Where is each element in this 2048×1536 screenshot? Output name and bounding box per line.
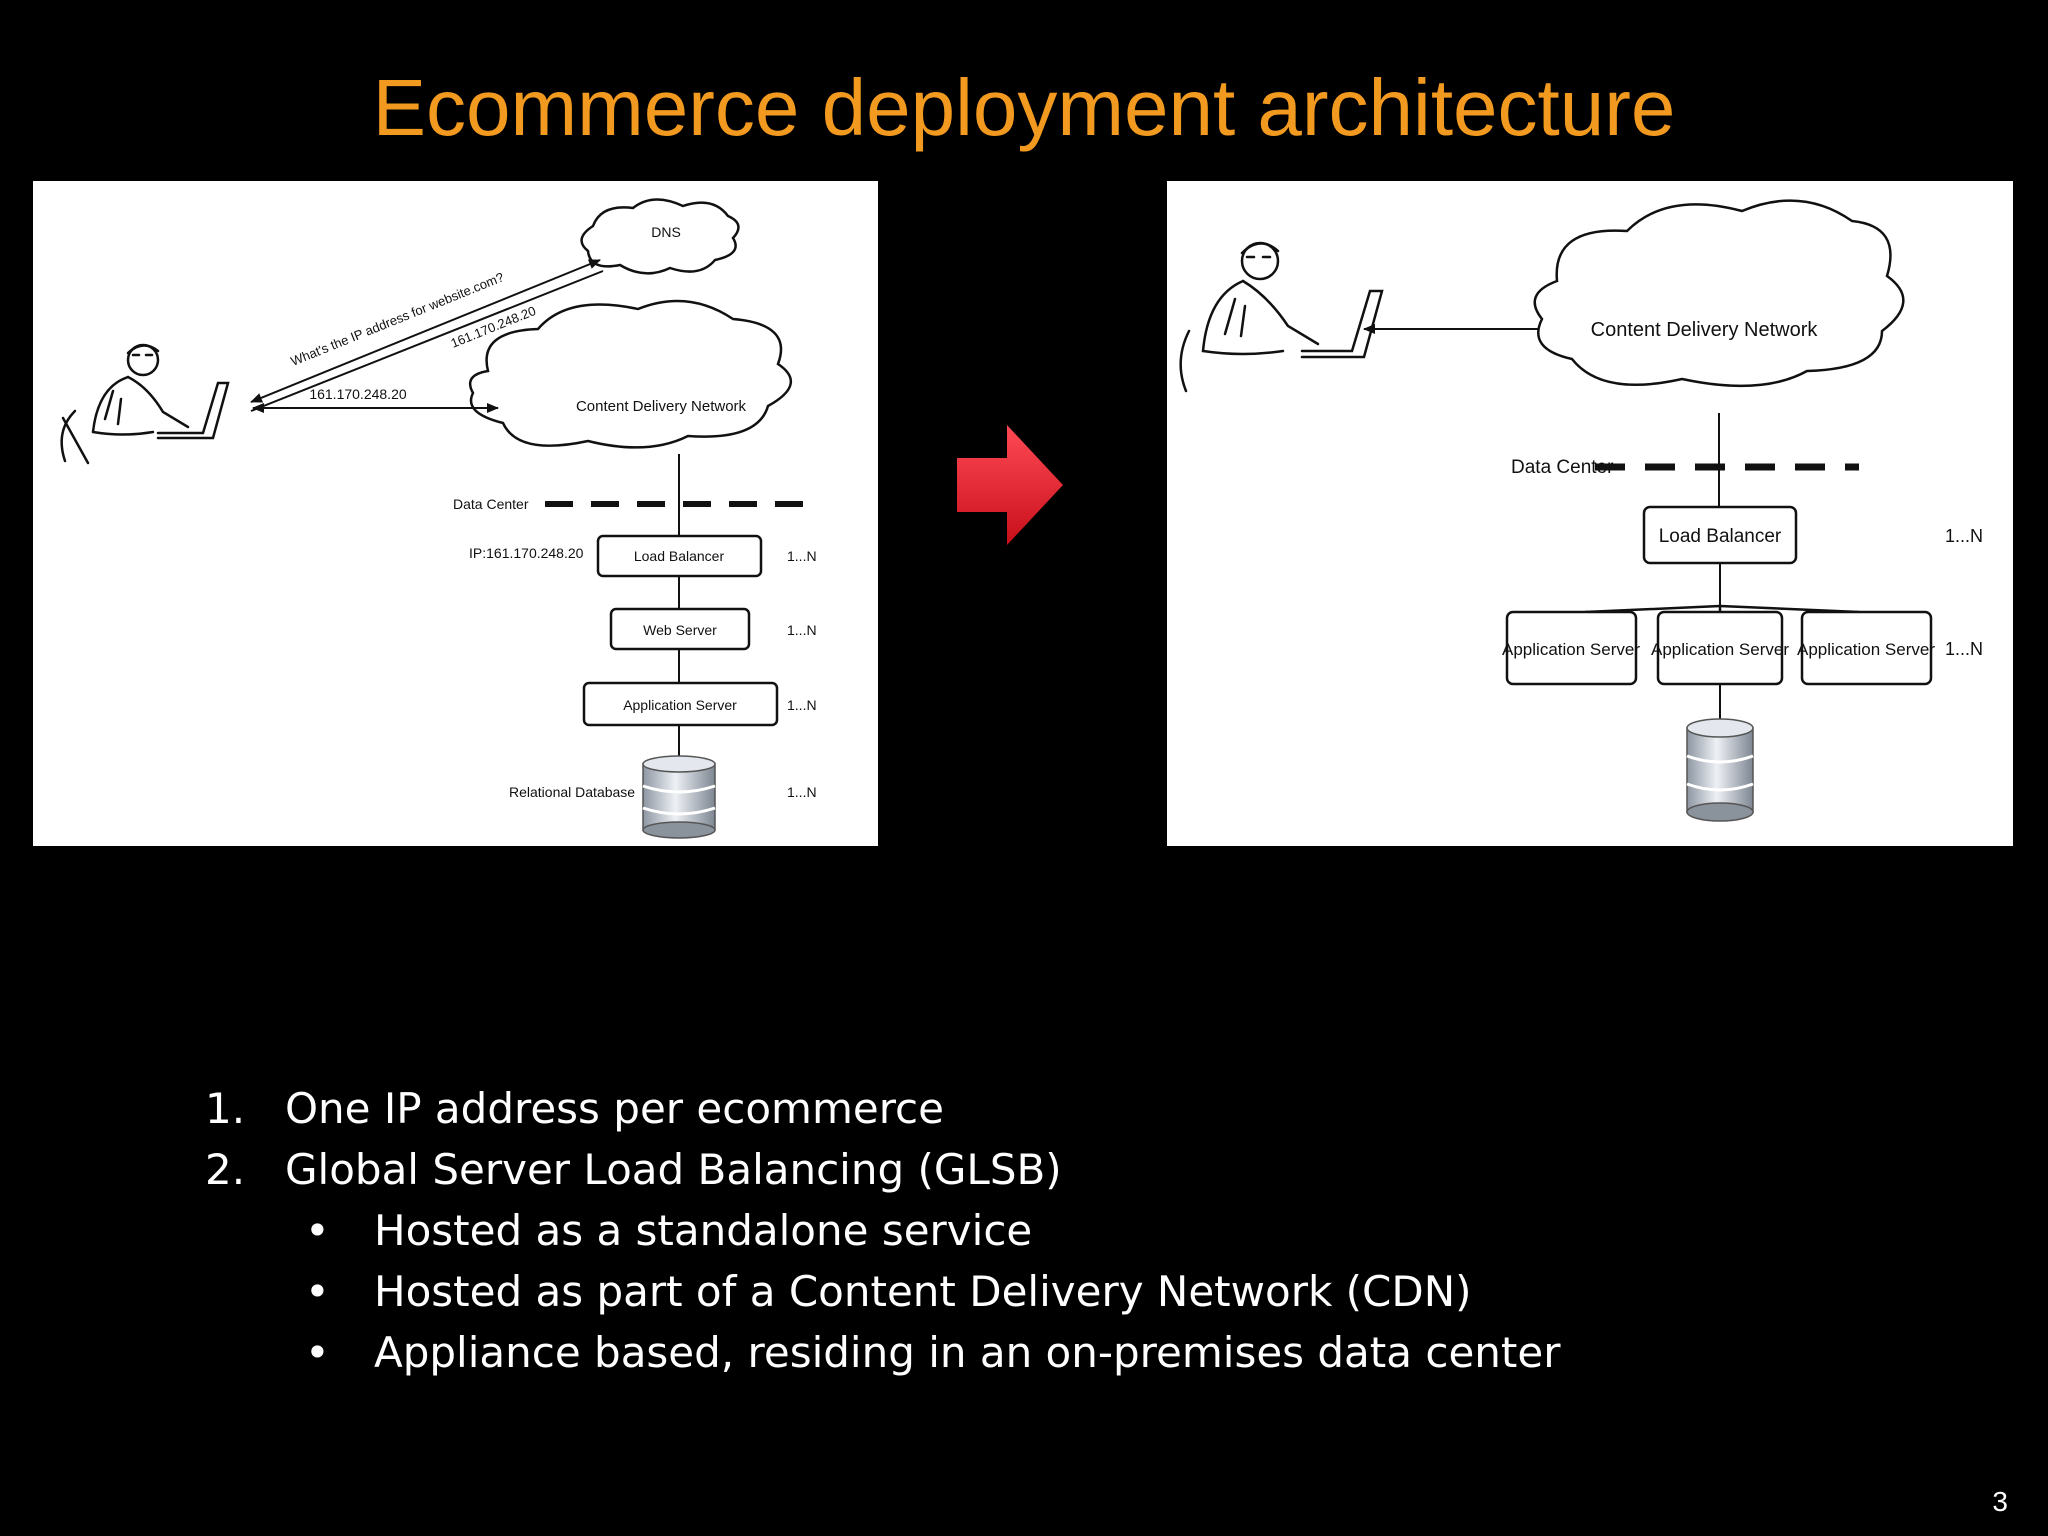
list-item-text: Global Server Load Balancing (GLSB) <box>285 1145 1062 1194</box>
dns-cloud: DNS <box>580 198 740 275</box>
sub-list-item-text: Hosted as part of a Content Delivery Net… <box>374 1267 1472 1316</box>
multiplicity-lb-right: 1...N <box>1945 526 1983 546</box>
cdn-link-ip-label: 161.170.248.20 <box>309 386 407 402</box>
right-architecture-diagram: Content Delivery Network Data Center Loa… <box>1167 181 2013 846</box>
left-architecture-diagram: DNS Content Delivery Network What's the … <box>33 181 878 846</box>
bullet-list: 1. One IP address per ecommerce 2. Globa… <box>205 1078 1560 1383</box>
sub-list-item: • Hosted as a standalone service <box>205 1200 1560 1261</box>
web-server-label: Web Server <box>643 622 717 638</box>
list-item: 1. One IP address per ecommerce <box>205 1078 1560 1139</box>
datacenter-label-left: Data Center <box>453 496 529 512</box>
list-item: 2. Global Server Load Balancing (GLSB) <box>205 1139 1560 1200</box>
cdn-label-right: Content Delivery Network <box>1591 319 1819 341</box>
cdn-cloud-right: Content Delivery Network <box>1533 199 1905 388</box>
dns-query-arrow <box>250 259 601 403</box>
bullet-icon: • <box>305 1267 330 1316</box>
multiplicity-web-left: 1...N <box>787 622 817 638</box>
list-number: 1. <box>205 1084 246 1133</box>
app-server-label-right-2: Application Server <box>1651 640 1789 659</box>
page-number: 3 <box>1992 1486 2008 1517</box>
database-icon-right <box>1686 718 1754 822</box>
dns-label: DNS <box>651 224 681 240</box>
app-server-label-right-3: Application Server <box>1797 640 1935 659</box>
multiplicity-db-left: 1...N <box>787 784 817 800</box>
sub-list-item: • Appliance based, residing in an on-pre… <box>205 1322 1560 1383</box>
multiplicity-app-left: 1...N <box>787 697 817 713</box>
user-at-laptop-icon-right <box>1179 241 1384 393</box>
sub-list-item-text: Hosted as a standalone service <box>374 1206 1033 1255</box>
bullet-icon: • <box>305 1206 330 1255</box>
app-server-box-right-3: Application Server <box>1797 610 1935 686</box>
list-item-text: One IP address per ecommerce <box>285 1084 944 1133</box>
sub-list-item-text: Appliance based, residing in an on-premi… <box>374 1328 1561 1377</box>
cdn-label-left: Content Delivery Network <box>576 398 747 415</box>
load-balancer-label-left: Load Balancer <box>634 548 725 564</box>
app-server-box-left <box>582 681 779 727</box>
multiplicity-lb-left: 1...N <box>787 548 817 564</box>
app-server-box-right-1: Application Server <box>1502 610 1640 686</box>
datacenter-label-right: Data Center <box>1511 457 1614 478</box>
multiplicity-app-right: 1...N <box>1945 639 1983 659</box>
lb-ip-label: IP:161.170.248.20 <box>469 545 584 561</box>
load-balancer-label-right: Load Balancer <box>1659 526 1782 547</box>
transition-arrow-icon <box>957 425 1063 545</box>
app-server-label-left: Application Server <box>623 697 737 713</box>
app-server-label-right-1: Application Server <box>1502 640 1640 659</box>
sub-list-item: • Hosted as part of a Content Delivery N… <box>205 1261 1560 1322</box>
user-at-laptop-icon <box>60 343 230 465</box>
dns-reply-arrow <box>250 270 604 412</box>
database-label: Relational Database <box>509 784 635 800</box>
app-server-box-right-2: Application Server <box>1651 610 1789 686</box>
relational-database-icon <box>642 755 716 839</box>
list-number: 2. <box>205 1145 246 1194</box>
bullet-icon: • <box>305 1328 330 1377</box>
slide-title: Ecommerce deployment architecture <box>372 63 1676 152</box>
